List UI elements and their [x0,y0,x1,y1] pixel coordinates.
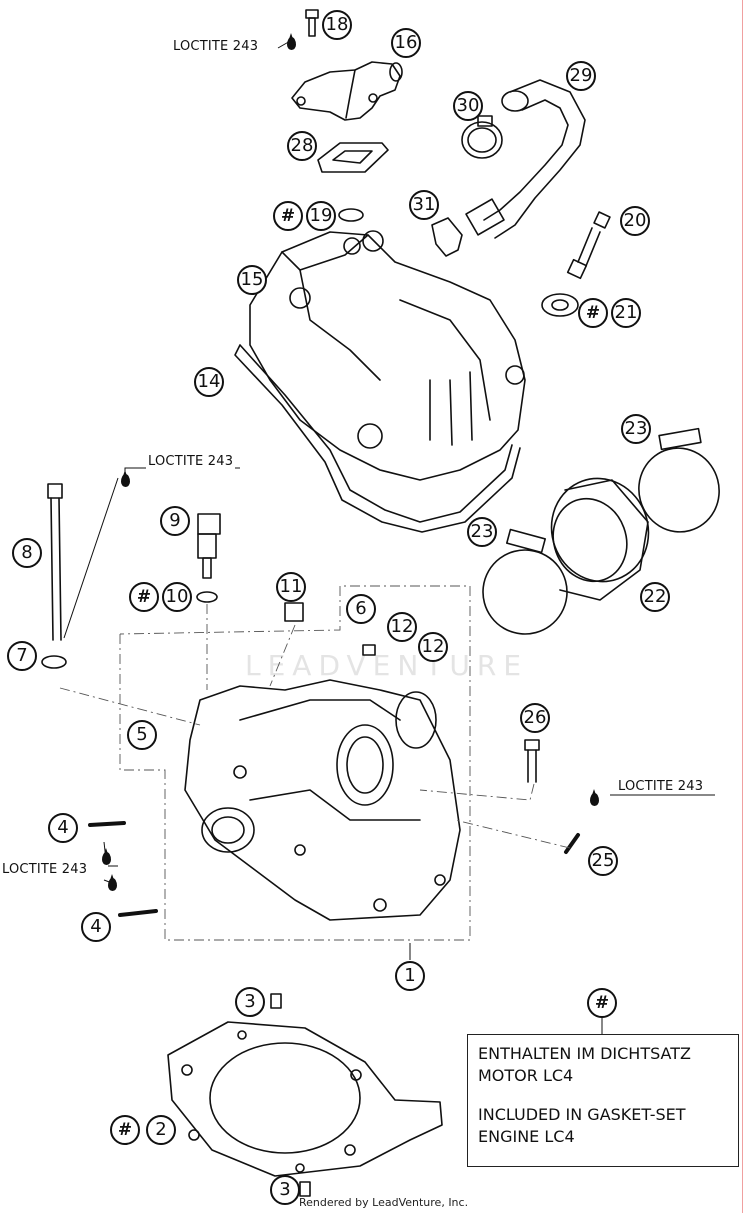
callout-29: 29 [566,61,596,91]
o-ring-10-drawing [196,591,218,603]
callout-16: 16 [391,28,421,58]
head-gasket-2-drawing [167,1021,443,1177]
hash-icon: # [273,201,303,231]
margin-line [742,0,743,1213]
callout-23-lower: 23 [467,517,497,547]
bolt-26-drawing [524,739,540,783]
callout-3-upper: 3 [235,987,265,1017]
callout-12-lower: 12 [418,632,448,662]
callout-26: 26 [520,703,550,733]
callout-23-upper: 23 [621,414,651,444]
loctite-drop-icon [287,33,296,50]
cylinder-head-drawing [184,679,461,921]
hash-icon: # [578,298,608,328]
callout-18: 18 [322,10,352,40]
loctite-drop-icon [108,874,117,891]
legend-english-line-2: ENGINE LC4 [478,1127,575,1146]
o-ring-19-drawing [338,208,364,222]
callout-25: 25 [588,846,618,876]
loctite-drop-icon [590,789,599,806]
callout-14: 14 [194,367,224,397]
legend-english-line-1: INCLUDED IN GASKET-SET [478,1105,686,1124]
callout-15: 15 [237,265,267,295]
hash-icon: # [587,988,617,1018]
hash-icon: # [110,1115,140,1145]
callout-28: 28 [287,131,317,161]
dowel-3-upper-drawing [270,993,282,1009]
callout-30: 30 [453,91,483,121]
callout-8: 8 [12,538,42,568]
seal-28-drawing [317,142,389,173]
clamp-30-drawing [461,115,503,159]
bolt-20-drawing [566,211,611,280]
bolt-18-drawing [305,9,319,37]
seal-11-drawing [284,602,304,622]
callout-4-upper: 4 [48,813,78,843]
legend-german-line-1: ENTHALTEN IM DICHTSATZ [478,1044,691,1063]
callout-4-lower: 4 [81,912,111,942]
callout-10: 10 [162,582,192,612]
seal-12-drawing [362,644,376,656]
watermark: LEADVENTURE [245,649,529,682]
loctite-label-left: LOCTITE 243 [0,862,90,877]
loctite-drop-icon [102,848,111,865]
legend-german-line-2: MOTOR LC4 [478,1066,574,1085]
screw-4-lower-drawing [118,909,158,917]
intake-manifold-22-drawing [550,477,650,601]
callout-21: 21 [611,298,641,328]
callout-9: 9 [160,506,190,536]
clamp-23-upper-drawing [638,427,720,533]
callout-5: 5 [127,720,157,750]
washer-7-drawing [41,655,67,669]
washer-21-drawing [541,293,579,317]
thermostat-housing-drawing [291,61,403,121]
stud-8-drawing [47,483,63,641]
hose-29-drawing [465,79,586,239]
sensor-31-drawing [431,217,463,257]
callout-12-upper: 12 [387,612,417,642]
callout-22: 22 [640,582,670,612]
cover-gasket-14-drawing [234,344,521,533]
sensor-9-drawing [197,513,221,579]
callout-1: 1 [395,961,425,991]
callout-7: 7 [7,641,37,671]
screw-25-drawing [564,833,580,854]
callout-31: 31 [409,190,439,220]
loctite-label-right: LOCTITE 243 [616,779,706,794]
loctite-label-stud: LOCTITE 243 [146,454,236,469]
loctite-drop-icon [121,470,130,487]
callout-2: 2 [146,1115,176,1145]
gasket-set-legend: ENTHALTEN IM DICHTSATZ MOTOR LC4 INCLUDE… [467,1034,739,1167]
callout-19: 19 [306,201,336,231]
callout-6: 6 [346,594,376,624]
callout-3-lower: 3 [270,1175,300,1205]
callout-11: 11 [276,572,306,602]
callout-20: 20 [620,206,650,236]
dowel-3-lower-drawing [299,1181,311,1197]
screw-4-upper-drawing [88,821,126,827]
clamp-23-lower-drawing [482,528,568,635]
hash-icon: # [129,582,159,612]
render-credit: Rendered by LeadVenture, Inc. [299,1196,469,1209]
valve-cover-drawing [249,230,526,481]
loctite-label-top: LOCTITE 243 [171,39,261,54]
